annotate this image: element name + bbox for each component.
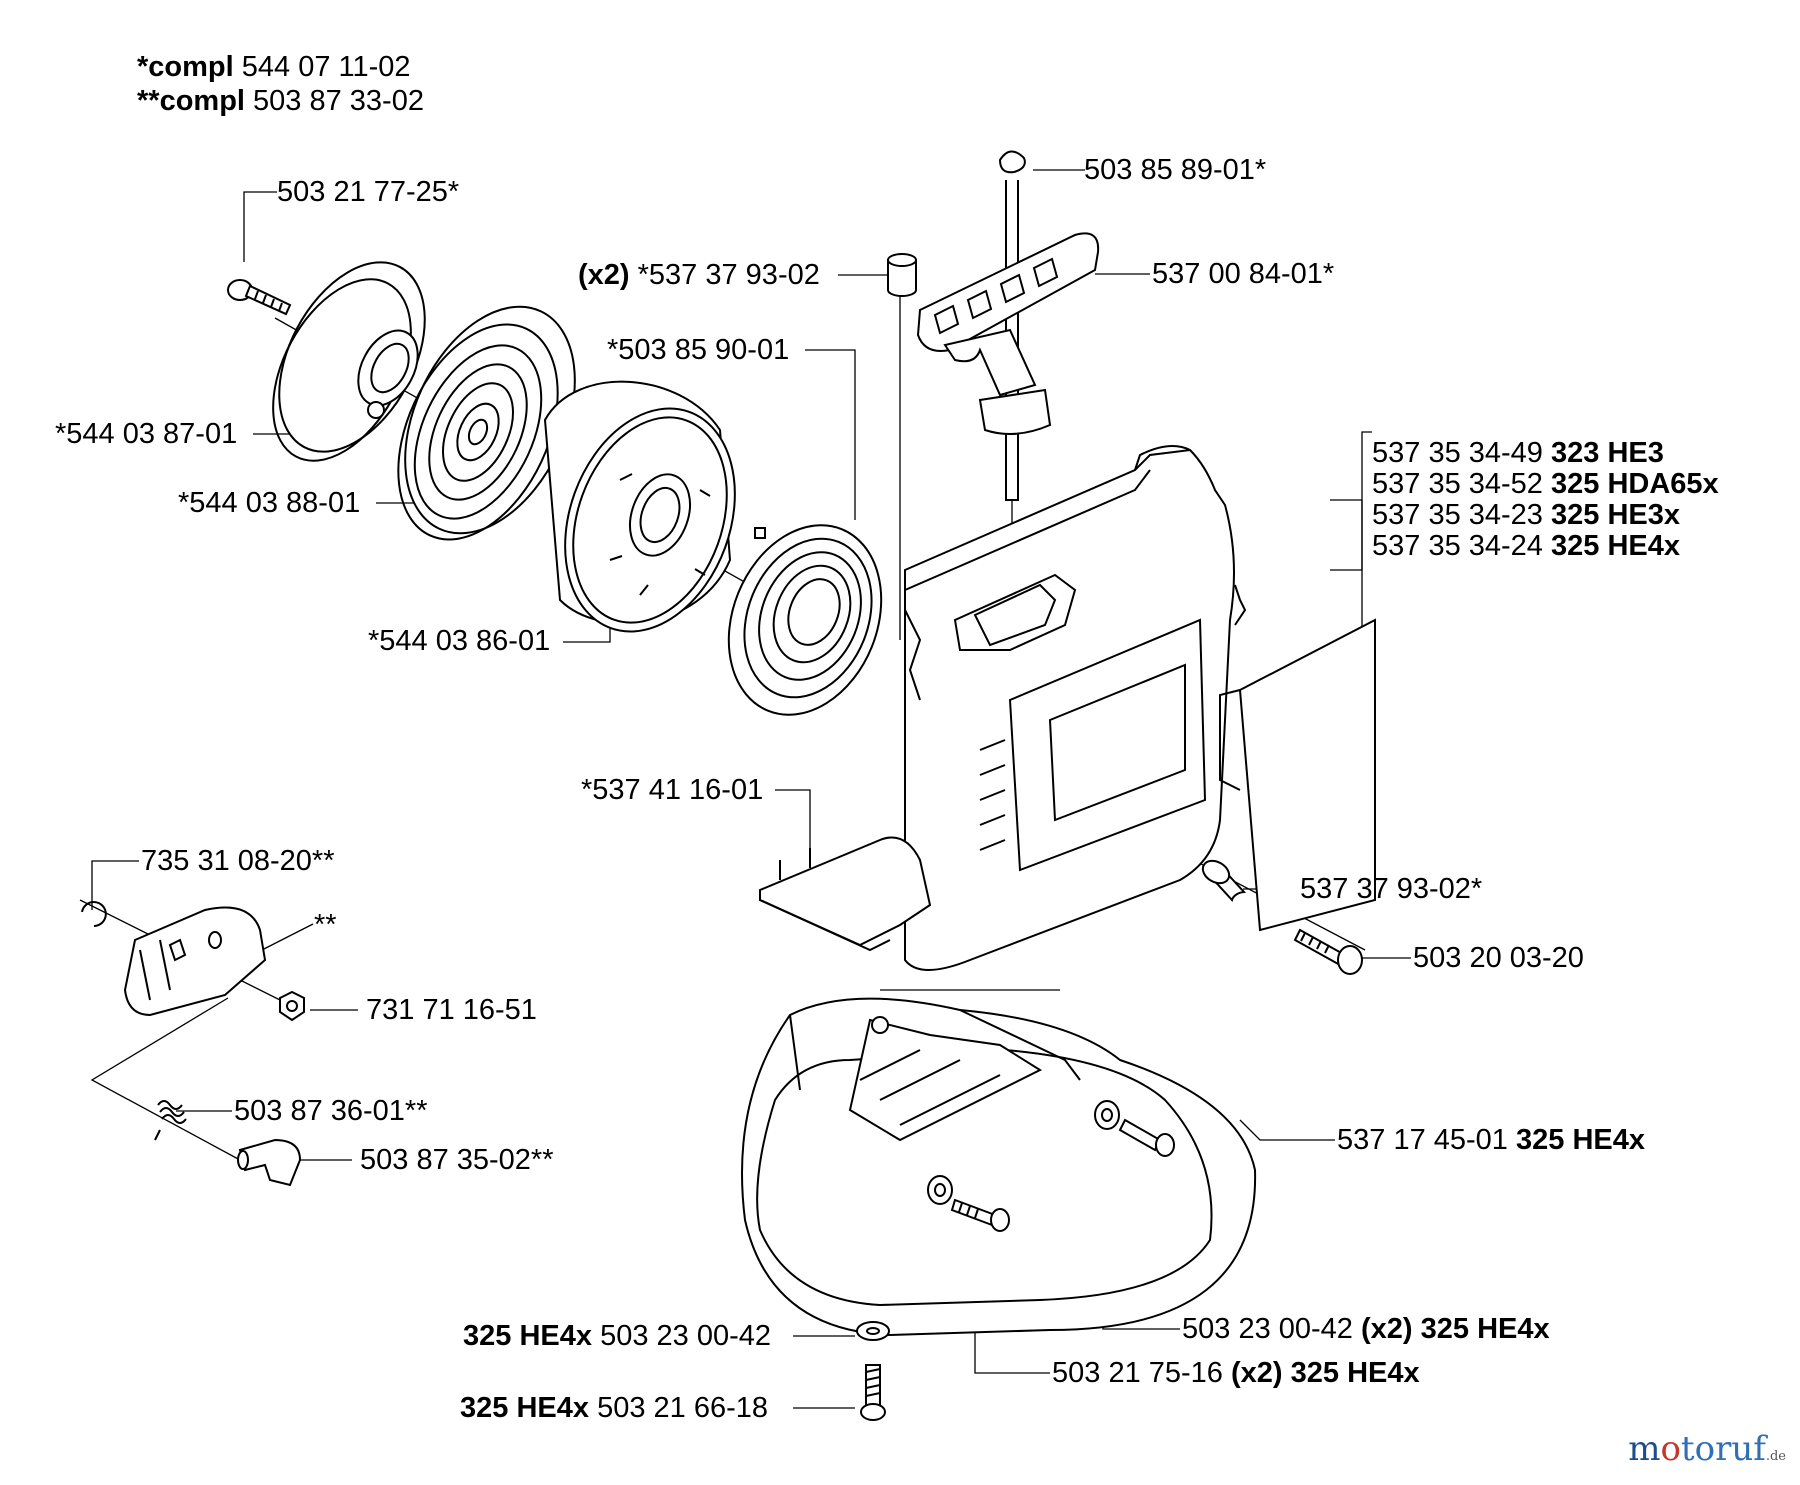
- bushing-pair-qty: (x2): [578, 259, 630, 291]
- screw-503-21-77-25: [227, 279, 292, 316]
- starter-cover-list: 537 35 34-49 323 HE3 537 35 34-52 325 HD…: [1372, 438, 1719, 562]
- label-washer-right: 503 23 00-42 (x2) 325 HE4x: [1182, 1313, 1550, 1345]
- label-recoil-spring: *503 85 90-01: [607, 334, 790, 366]
- label-screw-right: 503 20 03-20: [1413, 942, 1584, 974]
- spring-cassette-544-03-88-01: [397, 305, 576, 541]
- watermark-letter: o: [1694, 1429, 1716, 1469]
- starter-rope-503-85-89-01: [998, 150, 1026, 501]
- washer-right-model: 325 HE4x: [1420, 1313, 1550, 1345]
- assembly-note-2: **compl 503 87 33-02: [137, 84, 424, 118]
- label-starter-handle: 537 00 84-01*: [1152, 258, 1335, 290]
- screw-mid-guard: [950, 1198, 1010, 1232]
- label-screw-bottom: 325 HE4x 503 21 66-18: [460, 1392, 768, 1424]
- note-1-prefix: *compl: [137, 51, 234, 83]
- washer-right-qty: (x2): [1361, 1313, 1413, 1345]
- bushing-537-37-93-02-top: [887, 253, 917, 297]
- cover-base-537-41-16-01: [759, 836, 932, 952]
- label-circlip: 735 31 08-20**: [141, 845, 335, 877]
- cover-model: 325 HE4x: [1551, 530, 1680, 562]
- screw-mid-part: 503 21 75-16: [1052, 1357, 1223, 1389]
- label-screw-top: 503 21 77-25*: [277, 176, 460, 208]
- circlip-735-31-08-20: [81, 901, 107, 927]
- label-pawl-assembly: **: [314, 909, 337, 941]
- note-2-part: 503 87 33-02: [253, 85, 424, 117]
- starter-handle-537-00-84-01: [916, 232, 1100, 435]
- cover-model: 323 HE3: [1551, 437, 1664, 469]
- washer-right-part: 503 23 00-42: [1182, 1313, 1353, 1345]
- watermark-letter: u: [1731, 1429, 1754, 1469]
- rope-pulley-544-03-86-01: [543, 380, 766, 633]
- pulley-disc-544-03-87-01: [272, 261, 426, 462]
- label-handle-guard: 537 17 45-01 325 HE4x: [1337, 1124, 1645, 1156]
- screw-mid-model: 325 HE4x: [1290, 1357, 1420, 1389]
- assembly-note-1: *compl 544 07 11-02: [137, 50, 411, 84]
- list-item: 537 35 34-24 325 HE4x: [1372, 531, 1719, 562]
- label-screw-mid: 503 21 75-16 (x2) 325 HE4x: [1052, 1357, 1420, 1389]
- label-nut: 731 71 16-51: [366, 994, 537, 1026]
- screw-bottom-model: 325 HE4x: [460, 1392, 589, 1424]
- label-rope-pulley: *544 03 86-01: [368, 625, 551, 657]
- washer-bottom: [856, 1321, 890, 1341]
- starter-cover-537-35-34: [904, 445, 1247, 971]
- watermark-logo: motoruf.de: [1628, 1429, 1786, 1469]
- nut-731-71-16-51: [279, 990, 305, 1022]
- watermark-letter: r: [1715, 1429, 1732, 1469]
- watermark-letter: m: [1628, 1429, 1661, 1469]
- cover-part: 537 35 34-49: [1372, 437, 1543, 469]
- label-starter-rope: 503 85 89-01*: [1084, 154, 1267, 186]
- watermark-brand: motoruf: [1628, 1429, 1766, 1469]
- handle-guard-537-17-45-01: [741, 997, 1257, 1337]
- cover-part: 537 35 34-52: [1372, 468, 1543, 500]
- pawl-spring-503-87-36-01: [154, 1100, 187, 1141]
- label-bushing: 537 37 93-02*: [1300, 873, 1483, 905]
- list-item: 537 35 34-49 323 HE3: [1372, 438, 1719, 469]
- washer-left-model: 325 HE4x: [463, 1320, 592, 1352]
- screw-bottom: [860, 1364, 886, 1421]
- cover-model: 325 HE3x: [1551, 499, 1680, 531]
- label-bushing-pair: (x2) *537 37 93-02: [578, 259, 820, 291]
- watermark-letter: f: [1753, 1429, 1766, 1469]
- label-pawl-spring: 503 87 36-01**: [234, 1095, 428, 1127]
- guard-model: 325 HE4x: [1516, 1124, 1645, 1156]
- watermark-letter: o: [1660, 1429, 1681, 1469]
- cover-part: 537 35 34-23: [1372, 499, 1543, 531]
- note-1-part: 544 07 11-02: [241, 51, 411, 83]
- list-item: 537 35 34-23 325 HE3x: [1372, 500, 1719, 531]
- pawl-assembly: [123, 906, 267, 1017]
- bushing-pair-part: *537 37 93-02: [637, 259, 820, 291]
- bushing-537-37-93-02: [1201, 859, 1247, 903]
- label-spring-cassette: *544 03 88-01: [178, 487, 361, 519]
- washer-right: [1094, 1100, 1120, 1130]
- note-2-prefix: **compl: [137, 85, 245, 117]
- label-washer-left: 325 HE4x 503 23 00-42: [463, 1320, 771, 1352]
- washer-left-part: 503 23 00-42: [600, 1320, 771, 1352]
- list-item: 537 35 34-52 325 HDA65x: [1372, 469, 1719, 500]
- label-pulley: *544 03 87-01: [55, 418, 238, 450]
- watermark-letter: t: [1680, 1429, 1695, 1469]
- recoil-spring-503-85-90-01: [727, 524, 883, 716]
- label-cover-base: *537 41 16-01: [581, 774, 764, 806]
- guard-part: 537 17 45-01: [1337, 1124, 1508, 1156]
- screw-right-guard: [1118, 1118, 1175, 1157]
- label-pawl: 503 87 35-02**: [360, 1144, 554, 1176]
- screw-bottom-part: 503 21 66-18: [597, 1392, 768, 1424]
- pawl-503-87-35-02: [237, 1138, 302, 1187]
- decal-sheet: [1219, 618, 1376, 932]
- cover-model: 325 HDA65x: [1551, 468, 1719, 500]
- washer-mid: [927, 1175, 953, 1205]
- screw-503-20-03-20: [1293, 928, 1363, 975]
- watermark-tld: .de: [1765, 1449, 1786, 1464]
- cover-part: 537 35 34-24: [1372, 530, 1543, 562]
- screw-mid-qty: (x2): [1231, 1357, 1283, 1389]
